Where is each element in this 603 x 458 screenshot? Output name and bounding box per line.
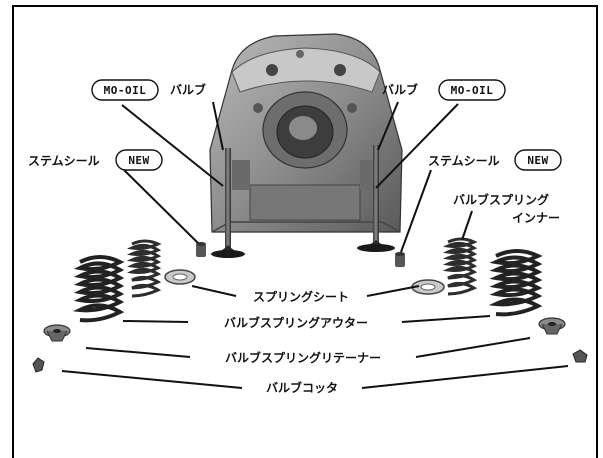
mo-oil-badge-right: MO-OIL xyxy=(438,79,506,101)
svg-text:MO-OIL: MO-OIL xyxy=(451,84,494,97)
mo-oil-badge-left: MO-OIL xyxy=(91,79,159,101)
leader-stem-seal-left xyxy=(123,169,199,244)
leader-retainer-right xyxy=(415,337,531,358)
left-inner-spring-illustration xyxy=(126,239,162,298)
label-valve-spring-retainer: バルブスプリングリテーナー xyxy=(225,350,381,365)
leader-valve-left-label xyxy=(212,101,224,151)
leader-mo-oil-left xyxy=(121,104,224,187)
svg-text:NEW: NEW xyxy=(128,154,149,167)
leader-retainer-left xyxy=(85,347,191,358)
leader-spring-inner xyxy=(461,210,473,241)
leader-stem-seal-right xyxy=(400,169,432,253)
left-spring-seat-illustration xyxy=(164,269,196,285)
right-inner-spring-illustration xyxy=(442,237,478,296)
leader-lines xyxy=(61,101,569,389)
right-valve-illustration xyxy=(357,145,395,252)
left-outer-spring-illustration xyxy=(72,255,125,323)
leader-mo-oil-right xyxy=(375,103,459,189)
label-valve-spring-outer: バルブスプリングアウター xyxy=(224,315,368,330)
label-valve-cotter: バルブコッタ xyxy=(266,380,338,395)
label-valve-spring-inner-line2: インナー xyxy=(512,211,560,225)
new-badge-left: NEW xyxy=(115,149,163,171)
svg-text:MO-OIL: MO-OIL xyxy=(104,84,147,97)
right-stem-seal-illustration xyxy=(395,252,405,267)
leader-cotter-right xyxy=(361,365,569,389)
right-spring-seat-illustration xyxy=(411,279,445,295)
svg-text:NEW: NEW xyxy=(527,154,548,167)
leader-spring-seat-left xyxy=(191,285,237,297)
left-cotter-illustration xyxy=(32,357,45,373)
right-outer-spring-illustration xyxy=(488,249,543,317)
new-badge-right: NEW xyxy=(514,149,562,171)
left-valve-illustration xyxy=(211,148,245,258)
right-retainer-illustration xyxy=(538,317,566,335)
leader-outer-right xyxy=(401,315,491,323)
label-stem-seal-left: ステムシール xyxy=(28,154,100,168)
cylinder-head-illustration xyxy=(209,33,403,233)
label-valve-right: バルブ xyxy=(382,82,418,97)
left-stem-seal-illustration xyxy=(196,242,206,257)
right-cotter-illustration xyxy=(572,349,588,363)
label-stem-seal-right: ステムシール xyxy=(428,154,500,168)
leader-cotter-left xyxy=(61,370,243,389)
left-retainer-illustration xyxy=(43,324,71,342)
leader-outer-left xyxy=(122,320,189,323)
leader-spring-seat-right xyxy=(366,285,420,297)
label-valve-left: バルブ xyxy=(170,82,206,97)
label-spring-seat: スプリングシート xyxy=(253,289,349,304)
leader-valve-right-label xyxy=(377,101,399,151)
label-valve-spring-inner-line1: バルブスプリング xyxy=(453,192,549,207)
